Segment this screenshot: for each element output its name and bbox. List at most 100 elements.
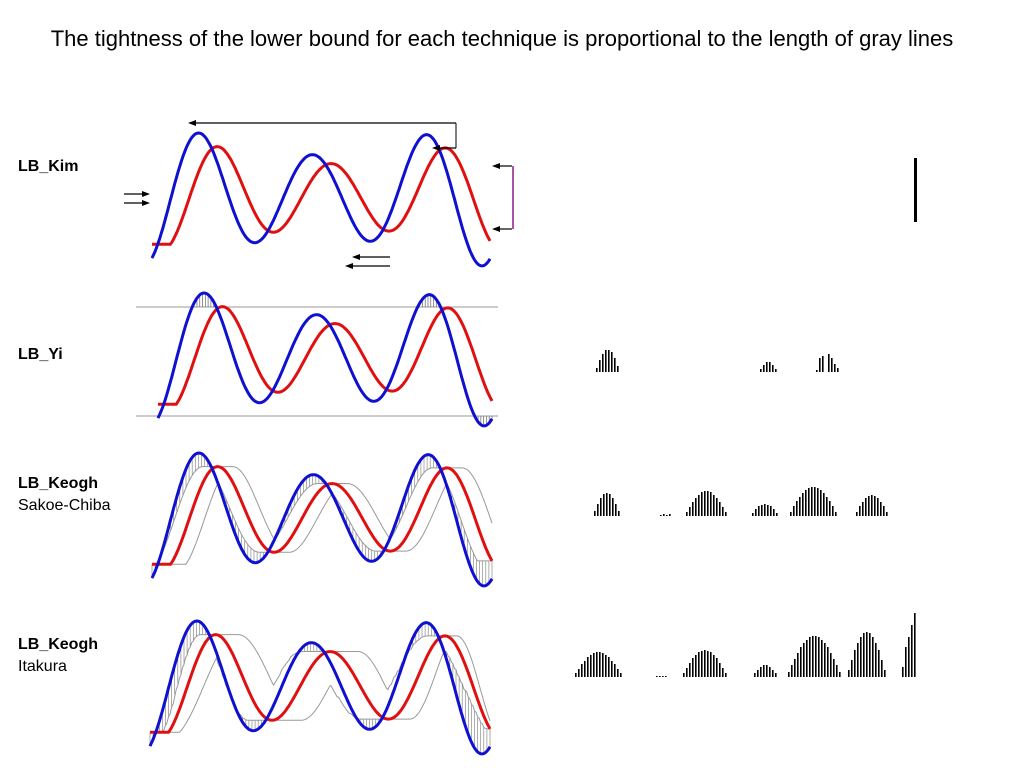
query-series (158, 305, 494, 406)
distance-bar (797, 653, 799, 677)
distance-bar (834, 364, 836, 372)
distance-bar (848, 670, 850, 677)
distance-bar (698, 652, 700, 677)
distance-bar (821, 640, 823, 677)
distance-bar (767, 505, 769, 516)
distance-bar (803, 643, 805, 677)
distance-bar (772, 670, 774, 677)
upper-envelope (152, 466, 493, 565)
max-arrow-query-head (432, 145, 440, 151)
distance-bar (707, 491, 709, 516)
distance-bar (659, 676, 661, 677)
distance-bar (886, 512, 888, 516)
candidate-series (148, 619, 492, 756)
distance-bar (884, 670, 886, 677)
distance-bar (828, 354, 830, 372)
distance-bar (686, 512, 688, 516)
query-series (152, 145, 492, 246)
distance-bar (590, 655, 592, 677)
distance-bar (602, 354, 604, 372)
distance-bar (692, 502, 694, 516)
min-arrow-query-head (352, 254, 360, 260)
distance-bar (835, 512, 837, 516)
row-label-lb-keogh-it: LB_Keogh Itakura (18, 634, 98, 678)
distance-bar (763, 365, 765, 372)
distance-bar (816, 370, 818, 372)
distance-bar (799, 497, 801, 516)
distance-bar (683, 673, 685, 677)
distance-bar (663, 514, 665, 516)
distance-bar (669, 514, 671, 516)
distance-bar (618, 511, 620, 516)
distance-bar (775, 369, 777, 372)
distance-bar (757, 670, 759, 677)
distance-bar (829, 501, 831, 516)
distance-bar (796, 501, 798, 516)
distance-bar (802, 493, 804, 516)
candidate-series (150, 131, 492, 268)
lower-envelope (152, 481, 492, 565)
distance-bar (713, 495, 715, 516)
distance-bar (874, 496, 876, 516)
distance-bar (620, 673, 622, 677)
distance-bar (863, 633, 865, 677)
distance-bar (692, 658, 694, 677)
distance-bar (704, 650, 706, 677)
distance-bar (608, 657, 610, 677)
distance-bar (857, 643, 859, 677)
lower-envelope (150, 650, 490, 733)
distance-bar (839, 672, 841, 677)
first-arrow-1-head (142, 191, 150, 197)
distance-bar (875, 643, 877, 677)
distance-bar (614, 358, 616, 372)
technique-name: LB_Keogh (18, 636, 98, 653)
distance-bar (851, 660, 853, 677)
distance-bar (854, 650, 856, 677)
max-arrow-candidate-head (188, 120, 196, 126)
distance-bar (701, 492, 703, 516)
distance-bar (911, 625, 913, 677)
distance-bar (871, 495, 873, 516)
distance-bar (794, 659, 796, 677)
distance-bar (754, 673, 756, 677)
distance-bar (824, 643, 826, 677)
distance-bar (764, 504, 766, 516)
distance-bar (818, 637, 820, 677)
distance-bar (716, 658, 718, 677)
distance-bar (820, 490, 822, 516)
distance-bar (766, 665, 768, 677)
distance-bar (880, 502, 882, 516)
distance-bar (877, 498, 879, 516)
distance-bar (704, 491, 706, 516)
distance-bar (605, 350, 607, 372)
distance-bar (832, 506, 834, 516)
distance-bar (612, 498, 614, 516)
lb-kim-diagram (124, 120, 917, 269)
distance-bar (819, 358, 821, 372)
min-arrow-candidate-head (345, 263, 353, 269)
distance-bar (602, 653, 604, 677)
technique-variant: Itakura (18, 658, 67, 675)
lb-kim-distance-bar (914, 158, 917, 222)
distance-bar (905, 647, 907, 677)
distance-bar (769, 667, 771, 677)
distance-bar (866, 632, 868, 677)
distance-bar (719, 663, 721, 677)
distance-bar (760, 667, 762, 677)
row-label-lb-kim: LB_Kim (18, 156, 78, 178)
distance-bar (722, 507, 724, 516)
distance-bar (603, 494, 605, 516)
distance-bar (805, 490, 807, 516)
distance-bar (817, 488, 819, 516)
technique-name: LB_Keogh (18, 475, 98, 492)
distance-bar (593, 653, 595, 677)
distance-bar (578, 669, 580, 677)
distance-bar (908, 637, 910, 677)
technique-name: LB_Yi (18, 346, 63, 363)
distance-bar (752, 513, 754, 516)
distance-bar (666, 515, 668, 516)
distance-bar (766, 362, 768, 372)
distance-bar (791, 665, 793, 677)
distance-bar (836, 665, 838, 677)
distance-bar (725, 512, 727, 516)
